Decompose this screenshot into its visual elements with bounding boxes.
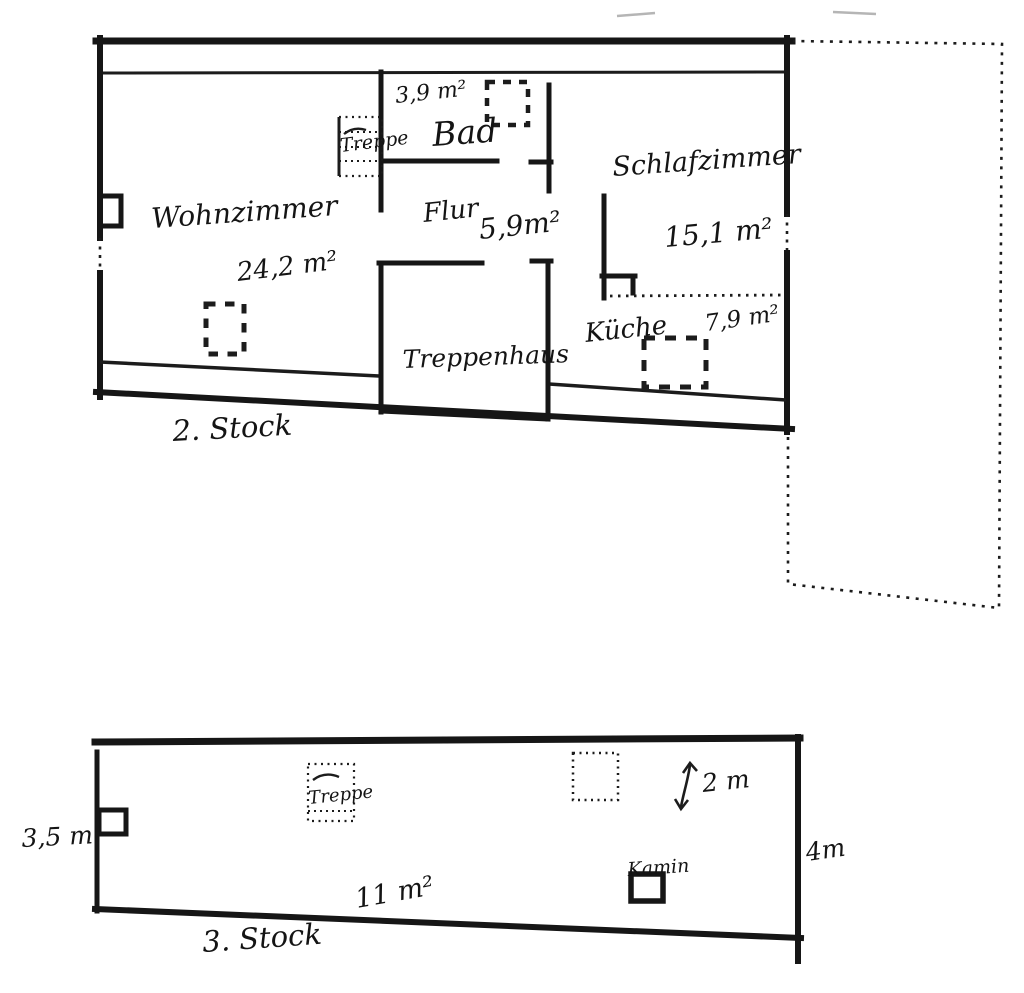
schlafzimmer-wall-stub xyxy=(599,193,638,301)
bottom-wall xyxy=(91,905,805,942)
label-wohnzimmer: Wohnzimmer xyxy=(150,189,340,235)
skylight-dotted-box xyxy=(571,751,620,802)
kueche-dotted-divider xyxy=(609,293,786,298)
bottom-inner-wall-right xyxy=(548,382,787,402)
kamin-box xyxy=(628,871,666,904)
shower-dashed-box xyxy=(484,79,531,128)
scan-artifacts xyxy=(616,10,877,18)
treppe-hand-stroke xyxy=(343,127,367,135)
label-room-area: 11 m² xyxy=(353,871,437,915)
third-floor-plan: 3,5 m Treppe 2 m Kamin 11 m² 4m 3. Stock xyxy=(21,734,847,964)
treppe-box-outline xyxy=(337,115,384,178)
label-flur-area: 5,9m² xyxy=(477,205,562,246)
wohnzimmer-furniture-dashed-box xyxy=(203,301,247,357)
label-kueche: Küche xyxy=(583,311,669,350)
label-arrow-dimension: 2 m xyxy=(700,764,751,798)
label-right-dimension: 4m xyxy=(803,833,847,867)
treppenhaus-bottom-wall xyxy=(378,408,551,422)
bottom-outer-wall xyxy=(92,388,796,433)
treppenhaus-box xyxy=(376,258,554,422)
label-wohnzimmer-area: 24,2 m² xyxy=(234,246,339,288)
dotted-terrace-outline xyxy=(786,39,1004,610)
label-flur: Flur xyxy=(421,193,482,229)
label-treppe: Treppe xyxy=(307,781,374,809)
label-bad: Bad xyxy=(430,111,499,155)
arrow-head-up xyxy=(681,760,698,774)
treppe-dotted-box-2 xyxy=(306,762,356,823)
kueche-appliance-dashed-box xyxy=(641,335,709,390)
left-wall-door-marker xyxy=(97,193,124,229)
scan-mark xyxy=(616,11,656,18)
label-kueche-area: 7,9 m² xyxy=(703,301,781,337)
label-kamin: Kamin xyxy=(626,855,690,881)
top-wall xyxy=(91,734,804,746)
top-inner-wall-line xyxy=(100,70,790,75)
label-left-dimension: 3,5 m xyxy=(21,820,94,853)
label-schlafzimmer-area: 15,1 m² xyxy=(663,212,774,254)
dimension-arrow-icon xyxy=(673,760,698,812)
treppe-hand-stroke xyxy=(312,773,340,781)
treppe-box-outline xyxy=(306,762,356,823)
arrow-shaft xyxy=(679,764,692,808)
label-floor-2: 2. Stock xyxy=(171,408,293,448)
arrow-head-down xyxy=(673,798,690,812)
scan-mark xyxy=(832,10,877,16)
bottom-inner-wall-left xyxy=(99,360,380,378)
treppe-dotted-box xyxy=(337,115,384,178)
left-wall-door-marker xyxy=(96,807,129,837)
label-treppenhaus: Treppenhaus xyxy=(402,339,569,374)
label-schlafzimmer: Schlafzimmer xyxy=(611,139,803,183)
label-bad-area: 3,9 m² xyxy=(394,77,468,109)
label-floor-3: 3. Stock xyxy=(201,917,323,959)
second-floor-plan: 3,9 m² Bad Treppe Wohnzimmer 24,2 m² Flu… xyxy=(92,35,1004,610)
